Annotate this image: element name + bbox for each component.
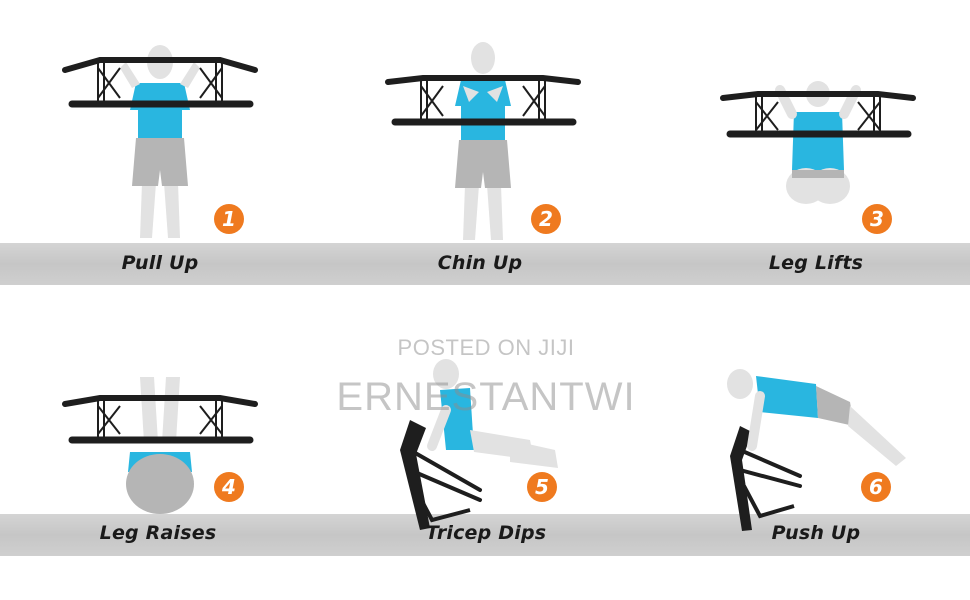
exercise-number-badge-3: 3 (862, 204, 892, 234)
label-band-bottom (0, 514, 970, 556)
exercise-number-badge-2: 2 (531, 204, 561, 234)
pull-up-illustration (62, 45, 258, 238)
chin-up-illustration (385, 42, 581, 240)
exercise-label-leg-raises: Leg Raises (99, 522, 217, 544)
exercise-label-leg-lifts: Leg Lifts (768, 252, 864, 274)
exercise-label-tricep-dips: Tricep Dips (425, 522, 547, 544)
leg-raises-illustration (62, 377, 258, 514)
leg-lifts-illustration (720, 81, 916, 204)
watermark-posted-on: POSTED ON JIJI (397, 335, 575, 360)
exercise-number-badge-1: 1 (214, 204, 244, 234)
push-up-illustration (727, 369, 906, 531)
exercise-label-pull-up: Pull Up (121, 252, 199, 274)
exercise-label-push-up: Push Up (771, 522, 861, 544)
tricep-dips-illustration (400, 359, 558, 530)
exercise-number-badge-5: 5 (527, 472, 557, 502)
exercise-number-badge-4: 4 (214, 472, 244, 502)
exercise-label-chin-up: Chin Up (437, 252, 523, 274)
label-band-top (0, 243, 970, 285)
watermark-username: ERNESTANTWI (336, 375, 636, 419)
exercise-number-badge-6: 6 (861, 472, 891, 502)
